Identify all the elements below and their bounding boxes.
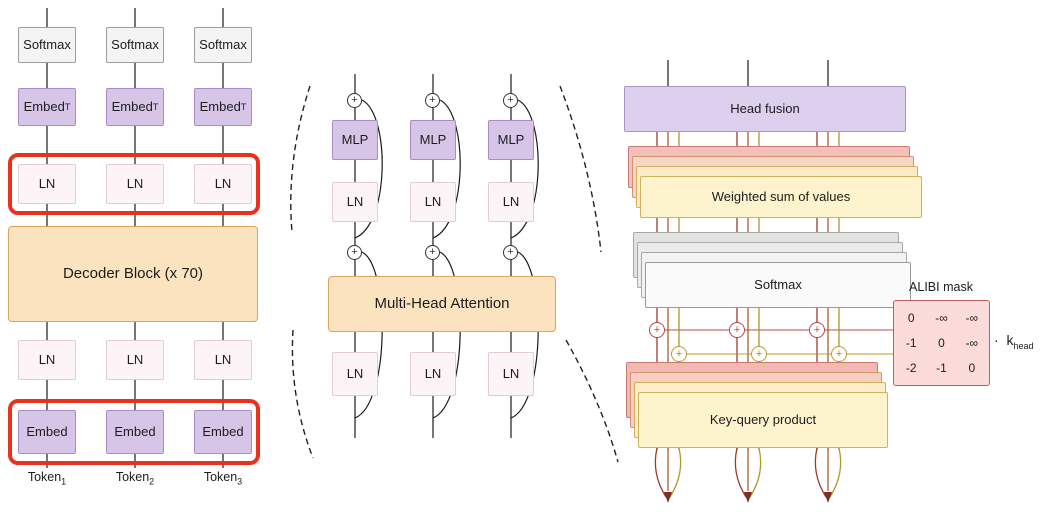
- ln-box: LN: [410, 352, 456, 396]
- ln-box: LN: [332, 182, 378, 222]
- ln-box: LN: [106, 340, 164, 380]
- embed-t-label: Embed: [199, 98, 241, 114]
- alibi-mask-label: ALIBI mask: [909, 280, 973, 294]
- decoder-block: Decoder Block (x 70): [8, 226, 258, 322]
- token-text: Token: [27, 470, 62, 484]
- embed-t-label: Embed: [23, 98, 65, 114]
- residual-add-icon: +: [347, 245, 362, 260]
- matrix-cell: -1: [905, 335, 917, 350]
- mlp-box: MLP: [332, 120, 378, 160]
- ln-box: LN: [488, 182, 534, 222]
- token-text: Token: [203, 470, 238, 484]
- softmax-box: Softmax: [194, 27, 252, 63]
- matrix-cell: 0: [968, 361, 976, 376]
- ln-box: LN: [106, 164, 164, 204]
- dot-operator: ·: [994, 332, 999, 348]
- mlp-box: MLP: [488, 120, 534, 160]
- ln-box: LN: [194, 340, 252, 380]
- softmax-box: Softmax: [18, 27, 76, 63]
- k-head-sub: head: [1013, 340, 1034, 351]
- mask-add-icon: +: [751, 346, 767, 362]
- token-text: Token: [115, 470, 150, 484]
- ln-box: LN: [18, 340, 76, 380]
- embed-box: Embed: [194, 410, 252, 454]
- residual-add-icon: +: [503, 93, 518, 108]
- attention-softmax-box: Softmax: [645, 262, 911, 308]
- token-label: Token1: [12, 470, 82, 487]
- matrix-cell: -2: [905, 361, 917, 376]
- k-head-factor-label: · khead: [994, 332, 1042, 351]
- matrix-cell: 0: [938, 335, 945, 350]
- embed-t-label: Embed: [111, 98, 153, 114]
- ln-box: LN: [332, 352, 378, 396]
- token-sub: 1: [61, 476, 67, 487]
- matrix-cell: -1: [936, 361, 947, 376]
- softmax-box: Softmax: [106, 27, 164, 63]
- mask-add-icon: +: [729, 322, 745, 338]
- key-query-product-box: Key-query product: [638, 392, 888, 448]
- mask-add-icon: +: [809, 322, 825, 338]
- residual-add-icon: +: [347, 93, 362, 108]
- ln-box: LN: [18, 164, 76, 204]
- mlp-box: MLP: [410, 120, 456, 160]
- residual-add-icon: +: [425, 245, 440, 260]
- weighted-sum-box: Weighted sum of values: [640, 176, 922, 218]
- token-label: Token3: [188, 470, 258, 487]
- residual-add-icon: +: [425, 93, 440, 108]
- alibi-mask-matrix: 0 -∞ -∞ -1 0 -∞ -2 -1 0: [893, 300, 990, 386]
- embed-box: Embed: [106, 410, 164, 454]
- matrix-cell: -∞: [965, 310, 979, 325]
- mask-add-icon: +: [671, 346, 687, 362]
- matrix-cell: 0: [907, 310, 915, 325]
- matrix-cell: -∞: [935, 310, 948, 325]
- head-fusion-box: Head fusion: [624, 86, 906, 132]
- multi-head-attention-box: Multi-Head Attention: [328, 276, 556, 332]
- token-sub: 3: [237, 476, 243, 487]
- ln-box: LN: [410, 182, 456, 222]
- k-head-base: k: [1006, 332, 1014, 348]
- matrix-cell: -∞: [965, 335, 979, 350]
- mask-add-icon: +: [649, 322, 665, 338]
- mask-add-icon: +: [831, 346, 847, 362]
- token-label: Token2: [100, 470, 170, 487]
- ln-box: LN: [488, 352, 534, 396]
- embed-box: Embed: [18, 410, 76, 454]
- ln-box: LN: [194, 164, 252, 204]
- residual-add-icon: +: [503, 245, 518, 260]
- token-sub: 2: [149, 476, 155, 487]
